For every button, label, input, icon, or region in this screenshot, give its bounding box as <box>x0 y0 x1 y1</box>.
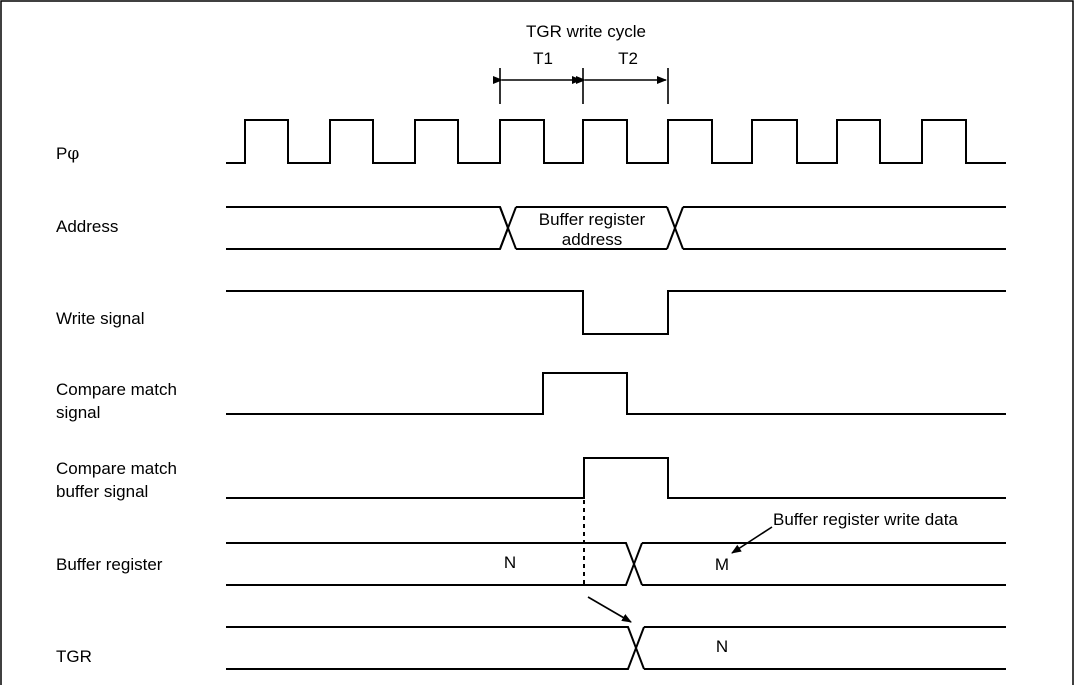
clock-waveform <box>226 119 1006 164</box>
address-bus-left <box>226 206 510 250</box>
buffer-register-new-value: M <box>715 555 729 574</box>
write-cycle-title: TGR write cycle <box>526 22 646 41</box>
address-value-line2: address <box>562 230 622 249</box>
tgr-bus <box>226 626 1006 670</box>
write-signal-label: Write signal <box>56 309 145 328</box>
compare-match-buffer-label-line2: buffer signal <box>56 482 148 501</box>
compare-match-label-line2: signal <box>56 403 100 422</box>
buffer-register-annotation: Buffer register write data <box>773 510 958 529</box>
buffer-register-bus <box>226 542 1006 586</box>
write-signal-waveform <box>226 290 1006 335</box>
buffer-register-old-value: N <box>504 553 516 572</box>
tgr-new-value: N <box>716 637 728 656</box>
address-value-line1: Buffer register <box>539 210 646 229</box>
compare-match-waveform <box>226 372 1006 415</box>
address-bus-right <box>683 206 1006 250</box>
t2-label: T2 <box>618 49 638 68</box>
buffer-register-label: Buffer register <box>56 555 163 574</box>
t1-label: T1 <box>533 49 553 68</box>
tgr-label: TGR <box>56 647 92 666</box>
compare-match-buffer-waveform <box>226 457 1006 499</box>
compare-match-buffer-label-line1: Compare match <box>56 459 177 478</box>
clock-label: Pφ <box>56 144 79 164</box>
address-label: Address <box>56 217 118 236</box>
annotation-arrow <box>731 526 773 554</box>
compare-match-label-line1: Compare match <box>56 380 177 399</box>
address-bus-valid <box>499 206 684 250</box>
transfer-arrow <box>587 596 632 623</box>
